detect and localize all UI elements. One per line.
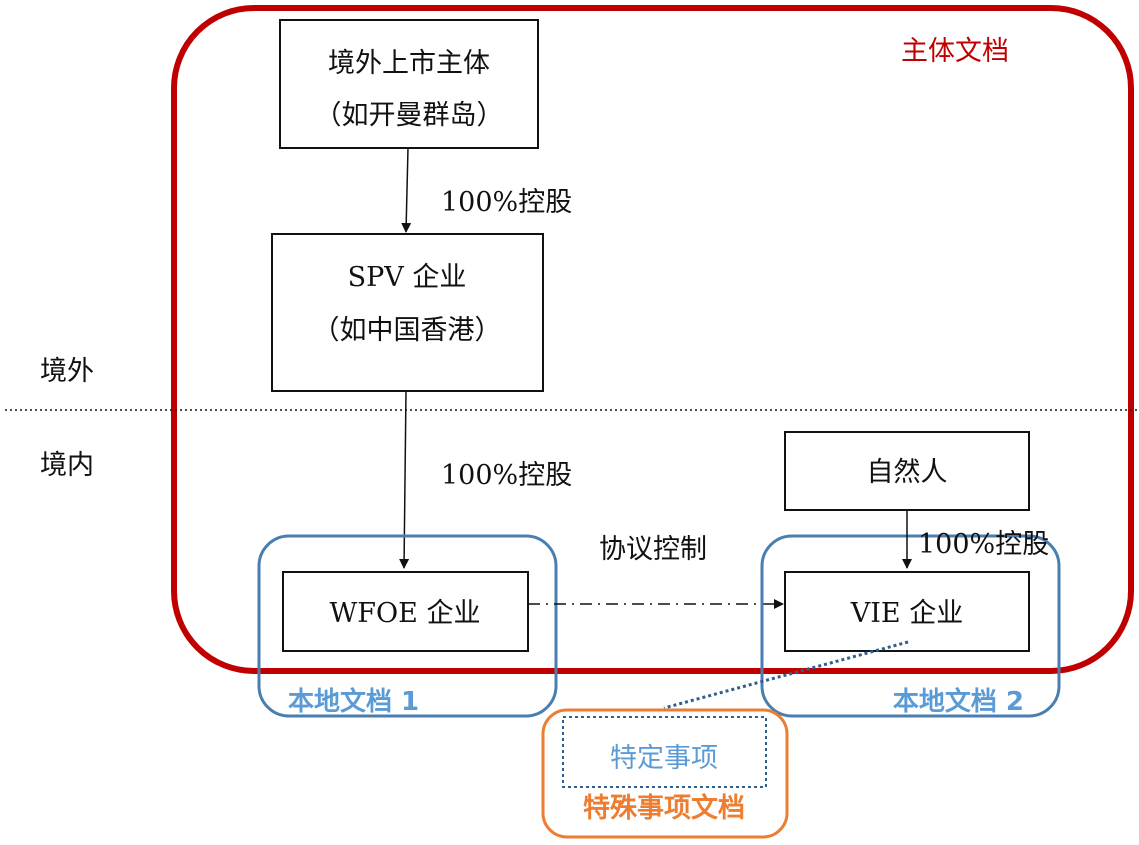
spv-name: SPV 企业 [348,262,467,293]
natural-person-box [784,431,1030,511]
arrow-spv-to-wfoe [399,390,410,569]
special-file-label: 特殊事项文档 [583,792,745,824]
local-file-2-frame [760,534,1061,718]
arrow-listed-to-spv [401,147,412,233]
local-file-1-label: 本地文档 1 [288,686,419,717]
relation-person-to-vie: 100%控股 [918,529,1049,560]
master-file-label: 主体文档 [901,36,1009,67]
relation-spv-to-wfoe: 100%控股 [441,460,572,491]
listed-entity-location: （如开曼群岛） [315,100,504,131]
natural-person-name: 自然人 [867,457,948,488]
onshore-label: 境内 [40,450,94,481]
special-matter-box [562,716,767,788]
connector-vie-to-special [663,640,909,710]
wfoe-box [282,571,529,652]
spv-location: （如中国香港） [313,315,502,346]
vie-name: VIE 企业 [850,598,963,629]
offshore-label: 境外 [40,356,94,387]
listed-entity-box [279,19,539,149]
wfoe-name: WFOE 企业 [330,598,481,629]
relation-listed-to-spv: 100%控股 [441,187,572,218]
local-file-2-label: 本地文档 2 [893,686,1024,717]
special-matter-label: 特定事项 [610,743,718,774]
local-file-1-frame [257,534,558,718]
relation-wfoe-to-vie: 协议控制 [599,534,707,565]
special-file-frame [541,708,789,839]
listed-entity-name: 境外上市主体 [328,48,490,79]
spv-box [271,233,544,392]
vie-box [784,571,1030,652]
master-file-frame [171,5,1134,674]
